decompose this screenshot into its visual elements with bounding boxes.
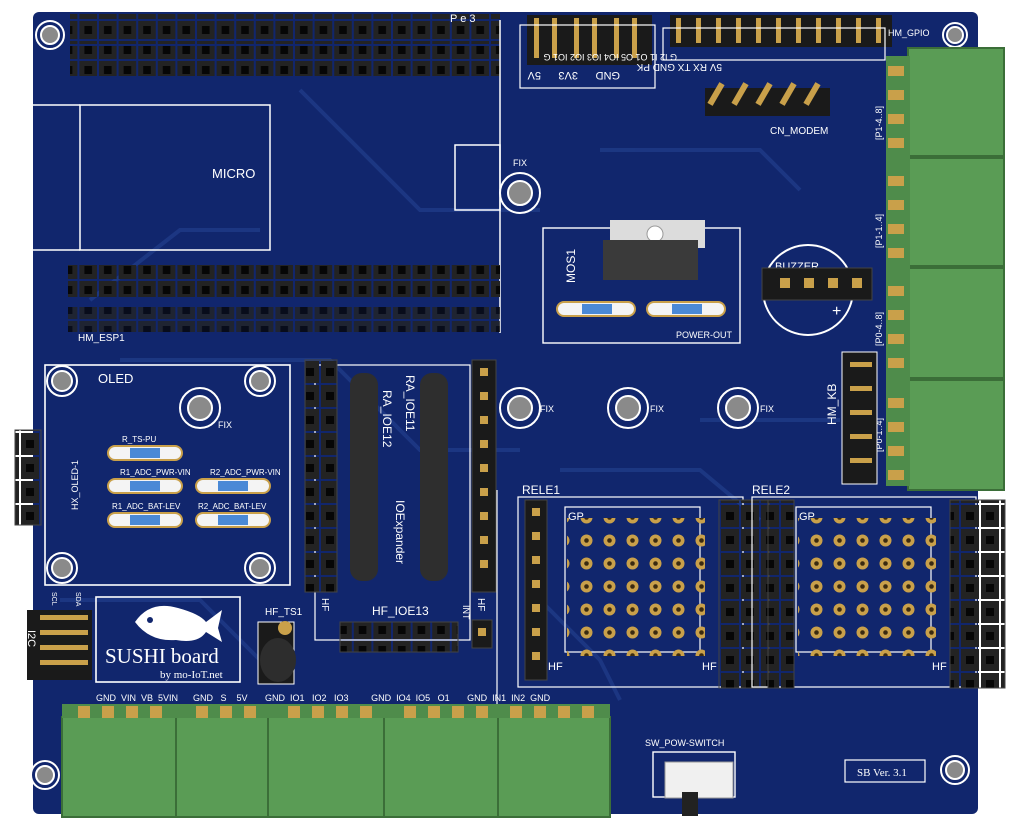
p1-1-4-label: [P1-1..4] [874, 214, 884, 248]
rele1-right-header [718, 499, 770, 689]
hf-ts1-label: HF_TS1 [265, 607, 303, 618]
hf-header-left [304, 359, 338, 593]
mos1-tab-hole [646, 225, 664, 243]
buzzer-plus-icon: + [832, 303, 841, 320]
rele2-right-header [949, 499, 1006, 689]
bottom-terminal-screws [78, 706, 594, 718]
version-label: SB Ver. 3.1 [857, 767, 907, 779]
r1-adc-bat-label: R1_ADC_BAT-LEV [112, 502, 181, 511]
power-label-5v: 5V [527, 69, 541, 81]
r1-adc-pwr-label: R1_ADC_PWR-VIN [120, 468, 191, 477]
version-box [844, 759, 926, 783]
oled-outline [44, 364, 291, 586]
rele2-left-header [767, 499, 795, 689]
top-left-header [70, 14, 500, 44]
oled-mounting-holes [46, 365, 276, 584]
modem-header-pins [707, 82, 821, 106]
hx-oled-header [14, 429, 42, 526]
fish-icon [135, 605, 222, 642]
esp-header-top [70, 46, 500, 76]
power-out-label: POWER-OUT [676, 330, 732, 340]
mos1-label: MOS1 [564, 249, 578, 283]
gpio-pin-labels: G I2 I1 O1 O5 IO4 IO3 IO2 IO1 G [543, 52, 677, 62]
sda-label: SDA [74, 592, 81, 607]
fix-label-3: FIX [650, 404, 664, 414]
ra-ioe11-label: RA_IOE11 [403, 375, 417, 432]
fix-label-1: FIX [513, 158, 527, 168]
right-terminal-screws [888, 66, 904, 480]
p0-4-8-label: [P0-4..8] [874, 312, 884, 346]
oled-resistors [107, 445, 271, 528]
rele1-gp-pads [567, 518, 705, 656]
rele2-gp-pads [798, 518, 936, 656]
int-pin [478, 628, 486, 636]
i2c-label: I2C [25, 630, 37, 647]
esp-header-angled [68, 307, 500, 332]
hf-ioe13-label: HF_IOE13 [372, 604, 429, 618]
power-header-pins [534, 18, 637, 58]
r2-adc-pwr-label: R2_ADC_PWR-VIN [210, 468, 281, 477]
fix-label-4: FIX [760, 404, 774, 414]
cn-modem-label: CN_MODEM [770, 126, 828, 137]
buzzer-header-pins [780, 278, 862, 288]
i2c-pins [40, 615, 88, 665]
fix-label-2: FIX [540, 404, 554, 414]
scl-label: SCL [50, 592, 57, 606]
rele1-left-pins [532, 508, 540, 660]
power-header-outline [519, 24, 656, 89]
temperature-sensor [260, 638, 296, 682]
power-out-resistors [556, 301, 726, 317]
gpio-header-pins [676, 18, 881, 43]
ioexpander-label: IOExpander [393, 500, 407, 564]
sw-pow-switch-body [664, 761, 734, 799]
hm-gpio-label: HM_GPIO [888, 28, 930, 38]
p0-1-4-label: [P0-1..4] [874, 418, 884, 452]
ra-ioe12-array [350, 373, 378, 581]
sushi-logo-box [95, 596, 241, 683]
ra-ioe12-label: RA_IOE12 [380, 390, 394, 448]
rele2-hf-right: HF [932, 661, 947, 673]
oled-label: OLED [98, 371, 133, 386]
esp-header-bottom [68, 265, 500, 297]
hm-esp1-label: HM_ESP1 [78, 333, 125, 344]
int-label: INT [461, 605, 471, 620]
micro-label: MICRO [212, 166, 255, 181]
hf-ts1-pad [278, 621, 292, 635]
hx-oled-label: HX_OLED-1 [70, 460, 80, 510]
r2-adc-bat-label: R2_ADC_BAT-LEV [198, 502, 267, 511]
modem-pin-labels: 5V RX TX GND PK [636, 61, 722, 72]
rele1-label: RELE1 [522, 483, 560, 497]
right-terminal-blocks [886, 47, 1005, 491]
rele2-label: RELE2 [752, 483, 790, 497]
mounting-holes [30, 20, 970, 790]
sw-pow-switch-actuator [682, 792, 698, 816]
p1-4-8-label: [P1-4..8] [874, 106, 884, 140]
bottom-terminal-blocks [61, 704, 611, 818]
hm-kb-label: HM_KB [825, 384, 839, 425]
bottom-terminal-labels: GND VIN VB 5VIN GND S 5V GND IO1 IO2 IO3… [96, 693, 551, 703]
hf-label-ioexp-right: HF [475, 598, 486, 611]
hm-kb-header [841, 351, 878, 485]
top-header-partial-label: P e 3 [450, 13, 476, 25]
fix-label-5: FIX [218, 420, 232, 430]
hf-label-ioexp-left: HF [319, 598, 330, 611]
power-label-3v3: 3V3 [558, 69, 578, 81]
power-label-gnd: GND [596, 69, 621, 81]
r-ts-pu-label: R_TS-PU [122, 435, 156, 444]
rele1-hf-right: HF [702, 661, 717, 673]
power-header [527, 15, 652, 65]
rele1-left-header [524, 499, 548, 681]
sushi-board-label: SUSHI board [105, 644, 219, 668]
mos1-transistor [603, 240, 698, 280]
ra-ioe11-array [420, 373, 448, 581]
gpio-header-outline [662, 27, 886, 61]
by-moiot-label: by mo-IoT.net [160, 669, 223, 681]
ioexpander-right-pins [480, 368, 488, 568]
hf-ioe13-header [339, 621, 459, 653]
hm-kb-pins [850, 362, 872, 463]
sw-pow-switch-label: SW_POW-SWITCH [645, 738, 724, 748]
rele1-hf-left: HF [548, 661, 563, 673]
